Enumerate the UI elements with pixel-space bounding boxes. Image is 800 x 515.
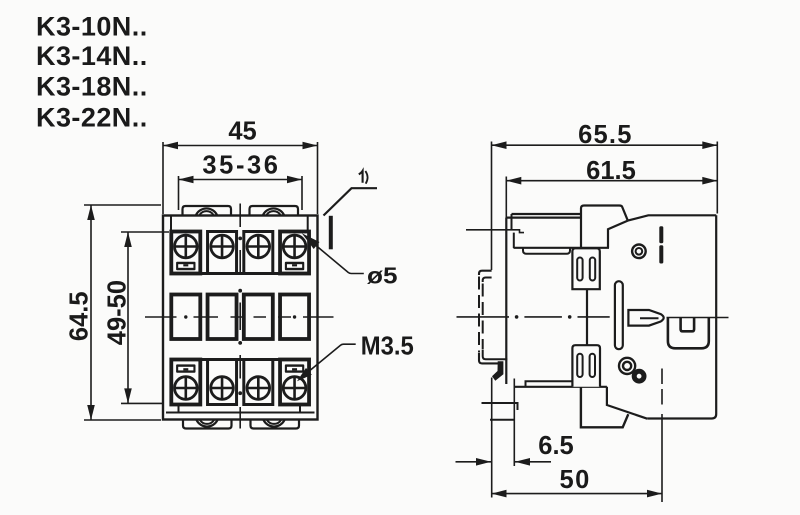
svg-text:K3-22N..: K3-22N.. — [36, 102, 148, 132]
svg-text:6.5: 6.5 — [538, 432, 573, 460]
svg-text:M3.5: M3.5 — [361, 333, 414, 361]
svg-text:K3-14N..: K3-14N.. — [36, 41, 148, 71]
svg-text:K3-18N..: K3-18N.. — [36, 72, 148, 102]
svg-text:50: 50 — [560, 466, 591, 494]
svg-text:35-36: 35-36 — [202, 152, 280, 180]
svg-text:49-50: 49-50 — [103, 280, 131, 345]
svg-text:61.5: 61.5 — [586, 157, 636, 185]
svg-text:65.5: 65.5 — [578, 121, 632, 149]
svg-text:K3-10N..: K3-10N.. — [36, 11, 148, 41]
svg-text:ø5: ø5 — [367, 263, 398, 289]
svg-text:45: 45 — [228, 118, 256, 146]
svg-text:64.5: 64.5 — [66, 291, 94, 341]
